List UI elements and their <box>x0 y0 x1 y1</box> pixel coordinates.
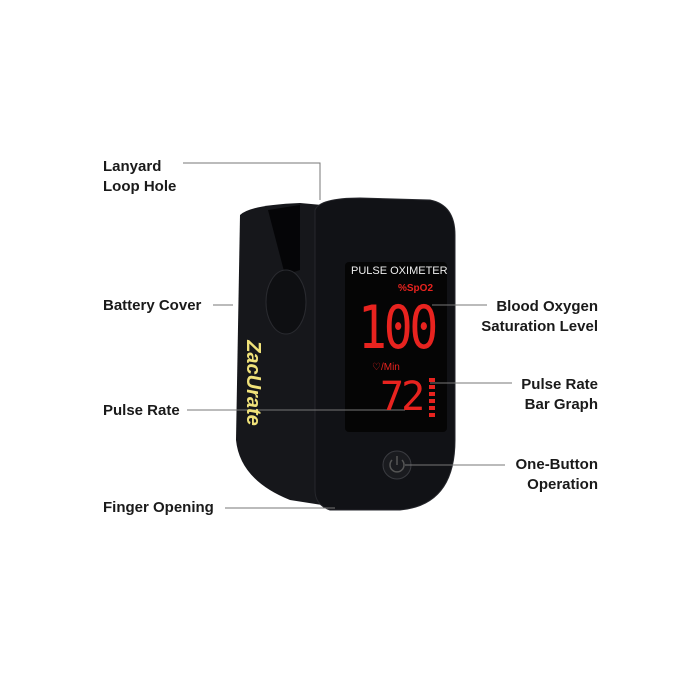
label-battery-cover: Battery Cover <box>103 297 202 314</box>
pulse-bar-graph <box>429 378 435 420</box>
label-lanyard-loop-hole: Lanyard Loop Hole <box>103 158 177 195</box>
label-pulse-bar-graph: Pulse Rate Bar Graph <box>521 376 598 413</box>
battery-cover <box>265 269 307 335</box>
label-blood-oxygen: Blood Oxygen Saturation Level <box>481 298 598 335</box>
spo2-value: 100 <box>358 293 438 363</box>
pulse-value: 72 <box>380 374 425 420</box>
label-finger-opening: Finger Opening <box>103 499 214 516</box>
screen <box>345 262 447 432</box>
screen-title: PULSE OXIMETER <box>351 265 448 277</box>
spo2-unit: %SpO2 <box>398 283 434 294</box>
label-one-button: One-Button Operation <box>515 456 598 493</box>
device-body <box>236 197 456 511</box>
label-pulse-rate: Pulse Rate <box>103 402 180 419</box>
brand-logo: ZacUrate <box>241 340 264 426</box>
leader-lines <box>183 162 512 509</box>
power-icon <box>389 456 405 473</box>
pulse-unit: ♡/Min <box>372 362 400 373</box>
